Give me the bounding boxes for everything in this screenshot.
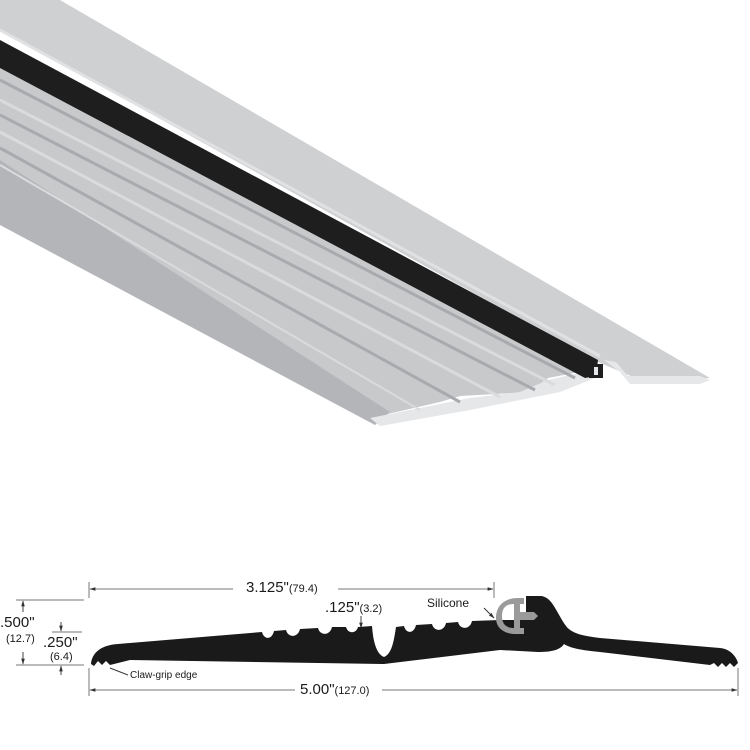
threshold-3d-render [0, 0, 710, 426]
claw-grip-label: Claw-grip edge [130, 670, 198, 681]
groove-depth-inches: .125" [325, 599, 360, 616]
silicone-seal-strip [0, 40, 598, 378]
rib-line [0, 130, 501, 399]
overall-width-dimension: 5.00"(127.0) [300, 682, 369, 697]
seal-end-slot [594, 367, 598, 375]
rib-line [0, 164, 421, 411]
seal-offset-inches: 3.125" [246, 579, 289, 596]
total-height-mm: (12.7) [6, 633, 35, 645]
edge-height-inches: .250" [43, 634, 78, 651]
seal-offset-dimension: 3.125"(79.4) [246, 580, 318, 595]
overall-width-mm: (127.0) [334, 685, 370, 697]
silicone-seal-profile [496, 598, 538, 634]
profile-cross-section [16, 582, 739, 696]
rib-line [0, 98, 556, 387]
ribbed-main-surface [0, 62, 590, 418]
silicone-leader-line [483, 607, 495, 619]
groove-depth-dimension: .125"(3.2) [325, 600, 382, 615]
threshold-profile [91, 596, 738, 667]
edge-height-mm: (6.4) [50, 651, 73, 663]
rib-line [0, 113, 536, 392]
seal-groove-edge [0, 28, 601, 358]
claw-grip-leader-line [109, 667, 129, 676]
overall-width-inches: 5.00" [300, 681, 335, 698]
total-height-inches: .500" [0, 614, 35, 631]
seal-offset-mm: (79.4) [288, 583, 318, 595]
rib-line [0, 78, 576, 380]
front-edge-face [370, 370, 600, 426]
top-right-flat-surface [0, 0, 710, 380]
rib-line [0, 146, 461, 404]
groove-depth-mm: (3.2) [359, 603, 383, 615]
right-flange-edge [604, 360, 710, 384]
front-bevel-edge [0, 160, 390, 425]
silicone-label: Silicone [427, 596, 470, 610]
